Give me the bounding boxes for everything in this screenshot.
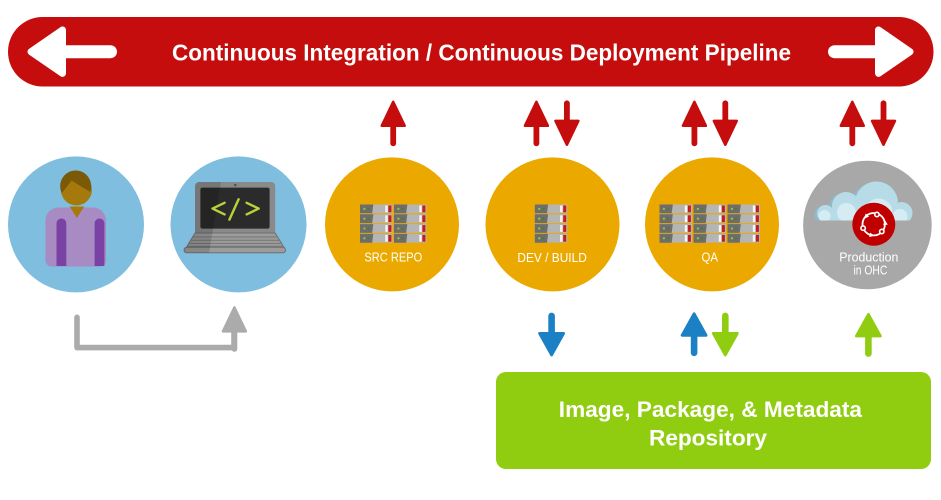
svg-text:Repository: Repository xyxy=(649,426,768,451)
svg-text:SRC REPO: SRC REPO xyxy=(364,250,422,265)
svg-text:Continuous Integration / Conti: Continuous Integration / Continuous Depl… xyxy=(172,40,791,66)
svg-text:DEV / BUILD: DEV / BUILD xyxy=(517,250,586,265)
svg-text:Image, Package, & Metadata: Image, Package, & Metadata xyxy=(559,397,863,422)
svg-text:Production: Production xyxy=(839,250,898,265)
svg-text:in OHC: in OHC xyxy=(854,263,888,278)
svg-text:QA: QA xyxy=(702,250,719,265)
